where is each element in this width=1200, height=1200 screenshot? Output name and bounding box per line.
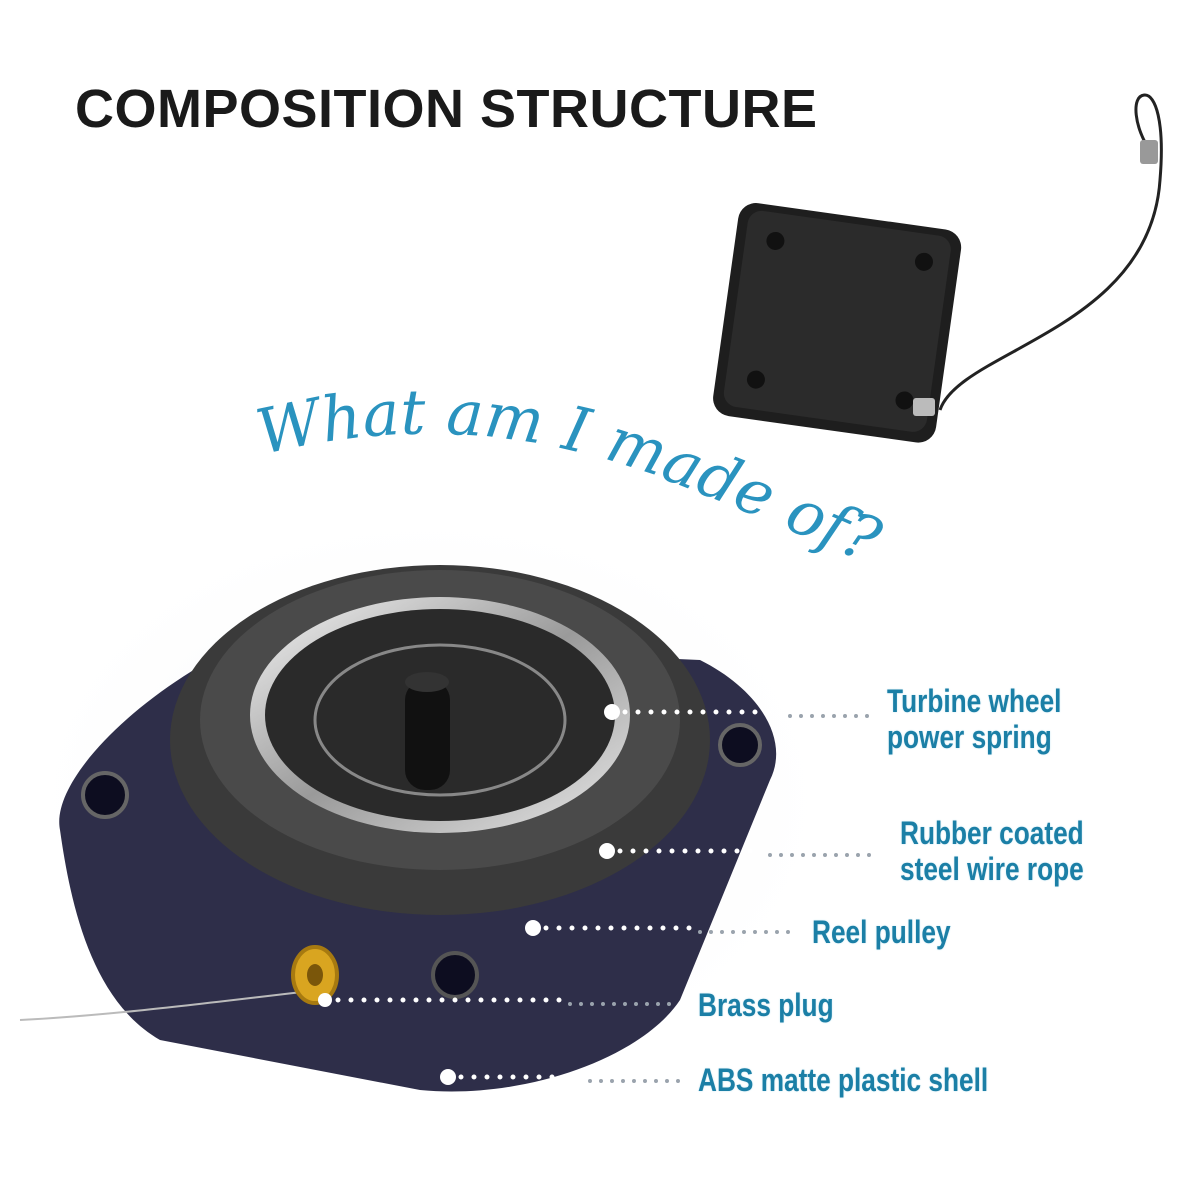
small-product-image — [713, 93, 1163, 443]
label-line: Rubber coated — [900, 815, 1084, 851]
label-line: steel wire rope — [900, 851, 1084, 887]
page-title: COMPOSITION STRUCTURE — [75, 79, 818, 139]
label-brass-plug: Brass plug — [698, 987, 834, 1023]
label-line: Turbine wheel — [887, 683, 1062, 719]
label-reel-pulley: Reel pulley — [812, 914, 951, 950]
label-turbine-wheel: Turbine wheel power spring — [887, 683, 1061, 755]
label-abs-shell: ABS matte plastic shell — [698, 1062, 988, 1098]
label-wire-rope: Rubber coated steel wire rope — [900, 815, 1084, 887]
label-line: power spring — [887, 719, 1052, 755]
label-line: Reel pulley — [812, 914, 951, 950]
main-device-image — [10, 500, 850, 1100]
label-line: ABS matte plastic shell — [698, 1062, 989, 1098]
label-line: Brass plug — [698, 987, 834, 1023]
